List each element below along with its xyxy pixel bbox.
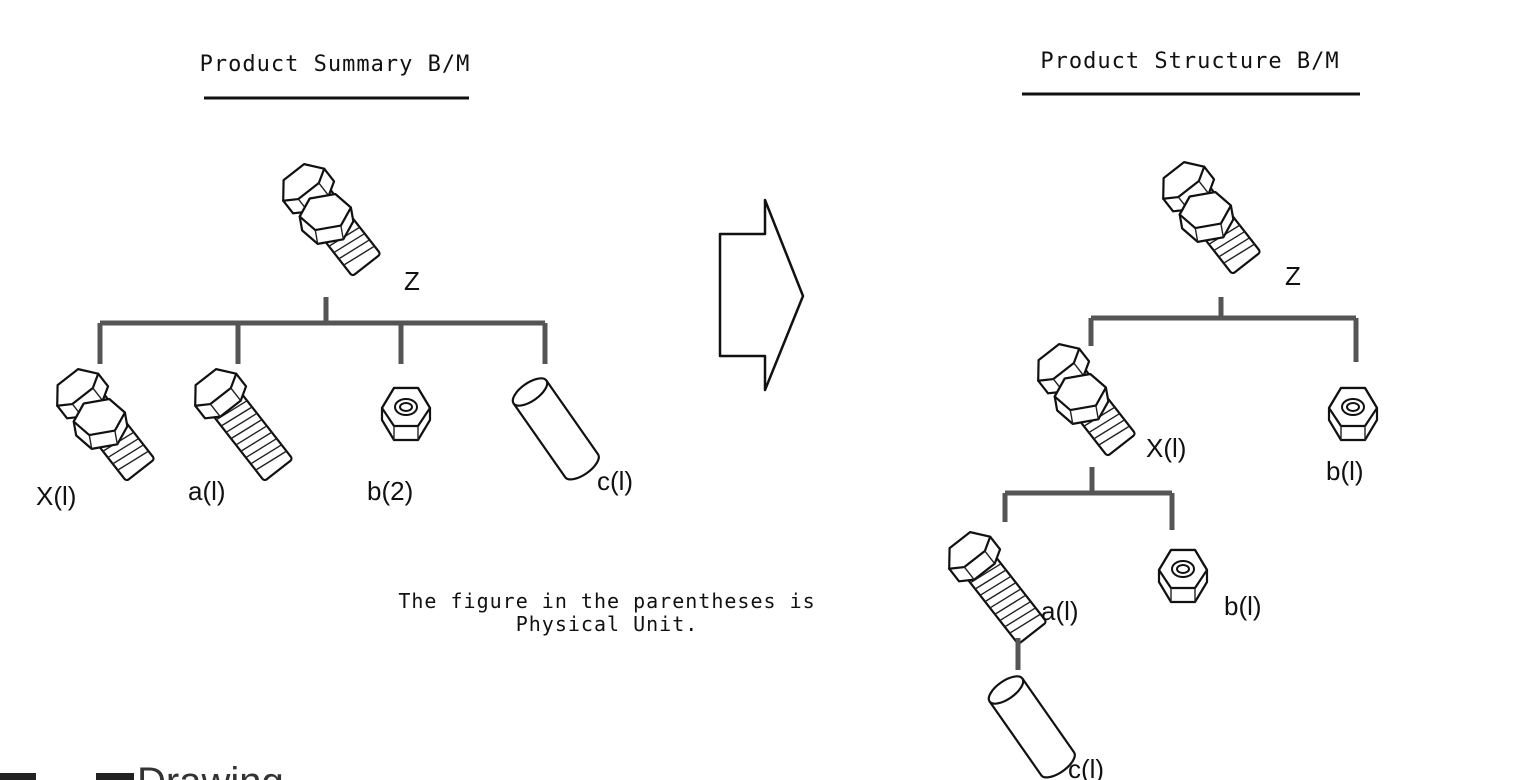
- cylinder-icon: [983, 670, 1081, 780]
- bolt-nut-assembly-icon: [273, 156, 387, 281]
- transform-arrow-icon: [718, 198, 805, 392]
- right-title: Product Structure B/M: [1040, 49, 1339, 74]
- bolt-icon: [938, 523, 1055, 651]
- structure-x-label: X(l): [1146, 433, 1186, 463]
- summary-root-label: Z: [404, 266, 420, 296]
- cylinder-icon: [507, 372, 605, 486]
- bolt-nut-assembly-icon: [1153, 154, 1267, 279]
- nut-icon: [1157, 548, 1209, 604]
- summary-child-b-label: b(2): [367, 476, 413, 506]
- summary-tree: Z X(l) a(l) b(2) c(l): [36, 156, 633, 511]
- summary-child-c-label: c(l): [597, 466, 633, 496]
- footer-mark-left: [0, 773, 36, 780]
- structure-tree: Z X(l) b(l) a(l) b(l) c(l): [938, 154, 1379, 780]
- summary-connector: [97, 297, 548, 364]
- structure-b2-label: b(l): [1224, 591, 1262, 621]
- summary-child-x-label: X(l): [36, 481, 76, 511]
- summary-child-a-label: a(l): [188, 476, 226, 506]
- structure-root-label: Z: [1285, 261, 1301, 291]
- bolt-icon: [184, 360, 301, 488]
- nut-icon: [380, 386, 432, 442]
- footer-drawing-text: Drawing: [137, 760, 284, 780]
- structure-a-label: a(l): [1041, 596, 1079, 626]
- footer-mark-right: [96, 773, 134, 780]
- structure-c-label: c(l): [1068, 754, 1104, 780]
- structure-level2-connector: [1002, 467, 1175, 530]
- bolt-nut-assembly-icon: [1028, 336, 1142, 461]
- nut-icon: [1327, 386, 1379, 442]
- structure-level1-connector: [1088, 297, 1359, 362]
- bolt-nut-assembly-icon: [47, 361, 161, 486]
- note-line-2: Physical Unit.: [516, 612, 699, 636]
- note-line-1: The figure in the parentheses is: [398, 589, 815, 613]
- left-title: Product Summary B/M: [200, 52, 471, 77]
- structure-b-label: b(l): [1326, 456, 1364, 486]
